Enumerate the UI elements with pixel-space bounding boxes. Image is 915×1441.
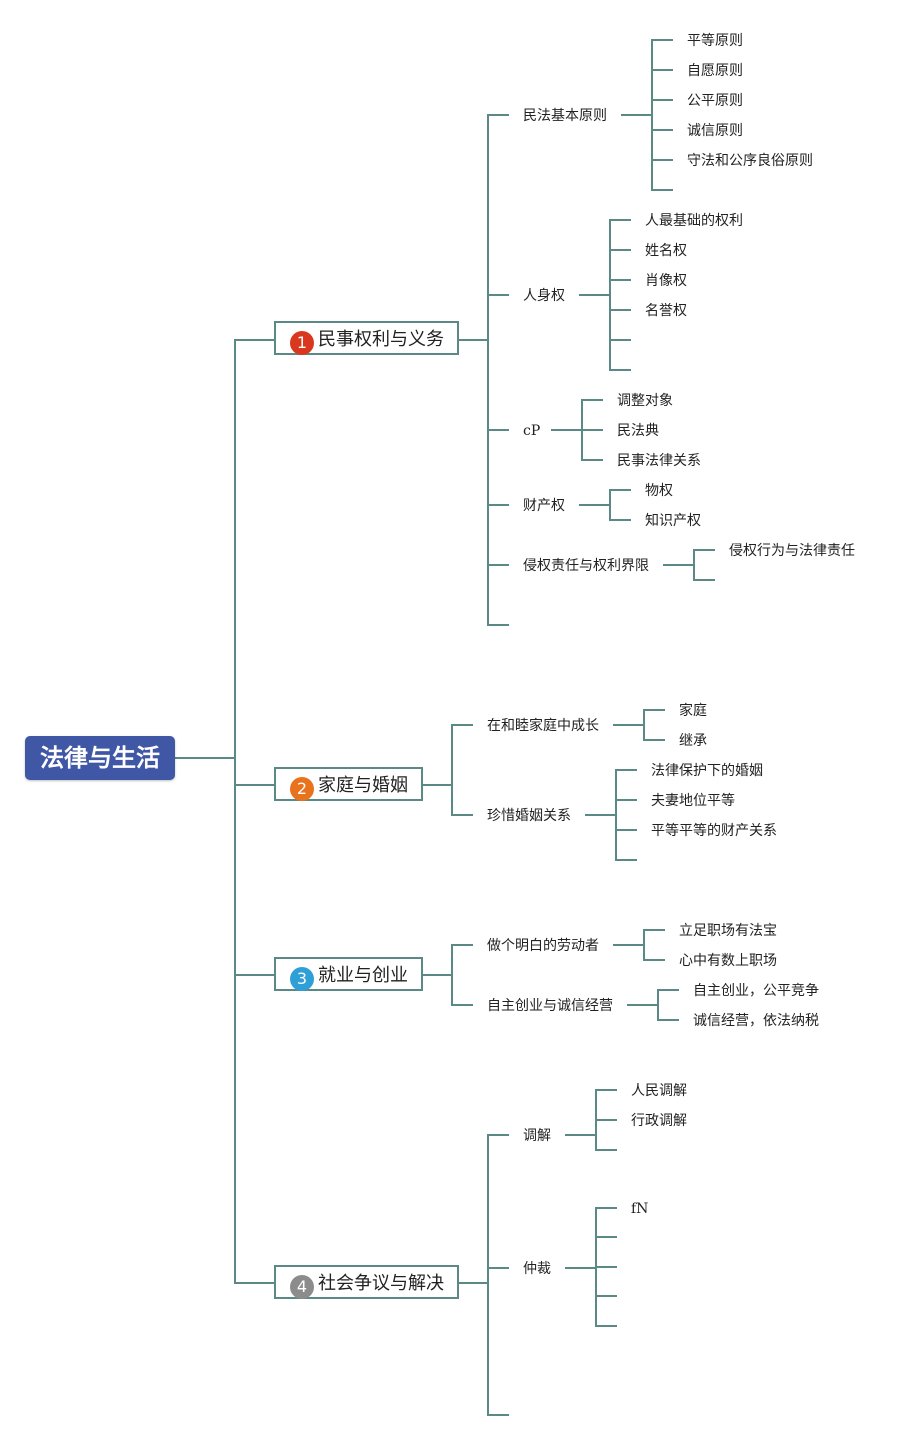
leaf-topic[interactable]: 人民调解 bbox=[631, 1083, 687, 1099]
leaf-topic[interactable]: 自主创业，公平竞争 bbox=[693, 983, 819, 999]
leaf-topic[interactable]: 民事法律关系 bbox=[617, 453, 701, 469]
badge-2-icon: 2 bbox=[290, 777, 314, 801]
leaf-topic[interactable]: 名誉权 bbox=[645, 303, 687, 319]
subtopic[interactable]: 侵权责任与权利界限 bbox=[523, 558, 649, 574]
leaf-topic[interactable]: 民法典 bbox=[617, 423, 659, 439]
badge-4-icon: 4 bbox=[290, 1275, 314, 1299]
subtopic[interactable]: 仲裁 bbox=[523, 1261, 551, 1277]
leaf-topic[interactable]: 人最基础的权利 bbox=[645, 213, 743, 229]
leaf-topic[interactable]: 知识产权 bbox=[645, 513, 701, 529]
badge-3-icon: 3 bbox=[290, 967, 314, 991]
leaf-topic[interactable]: 调整对象 bbox=[617, 393, 673, 409]
leaf-topic[interactable]: 行政调解 bbox=[631, 1113, 687, 1129]
leaf-topic[interactable]: 守法和公序良俗原则 bbox=[687, 153, 813, 169]
leaf-topic[interactable]: 公平原则 bbox=[687, 93, 743, 109]
topic-label: 就业与创业 bbox=[318, 965, 408, 986]
leaf-topic[interactable]: 夫妻地位平等 bbox=[651, 793, 735, 809]
leaf-topic[interactable]: 姓名权 bbox=[645, 243, 687, 259]
subtopic[interactable]: 财产权 bbox=[523, 498, 565, 514]
leaf-topic[interactable]: fN bbox=[631, 1201, 649, 1217]
subtopic[interactable]: 自主创业与诚信经营 bbox=[487, 998, 613, 1014]
topic-label: 社会争议与解决 bbox=[318, 1273, 444, 1294]
badge-1-icon: 1 bbox=[290, 331, 314, 355]
subtopic[interactable]: 民法基本原则 bbox=[523, 108, 607, 124]
leaf-topic[interactable]: 立足职场有法宝 bbox=[679, 923, 777, 939]
leaf-topic[interactable]: 自愿原则 bbox=[687, 63, 743, 79]
subtopic[interactable]: 在和睦家庭中成长 bbox=[487, 718, 599, 734]
leaf-topic[interactable]: 平等原则 bbox=[687, 33, 743, 49]
topic-label: 民事权利与义务 bbox=[318, 329, 444, 350]
leaf-topic[interactable]: 继承 bbox=[679, 733, 707, 749]
leaf-topic[interactable]: 物权 bbox=[645, 483, 673, 499]
leaf-topic[interactable]: 家庭 bbox=[679, 703, 707, 719]
subtopic[interactable]: 人身权 bbox=[523, 288, 565, 304]
root-topic[interactable]: 法律与生活 bbox=[25, 736, 175, 780]
subtopic[interactable]: cP bbox=[523, 423, 541, 439]
leaf-topic[interactable]: 平等平等的财产关系 bbox=[651, 823, 777, 839]
leaf-topic[interactable]: 心中有数上职场 bbox=[679, 953, 777, 969]
leaf-topic[interactable]: 诚信原则 bbox=[687, 123, 743, 139]
leaf-topic[interactable]: 侵权行为与法律责任 bbox=[729, 543, 855, 559]
leaf-topic[interactable]: 法律保护下的婚姻 bbox=[651, 763, 763, 779]
subtopic[interactable]: 做个明白的劳动者 bbox=[487, 938, 599, 954]
leaf-topic[interactable]: 肖像权 bbox=[645, 273, 687, 289]
leaf-topic[interactable]: 诚信经营，依法纳税 bbox=[693, 1013, 819, 1029]
subtopic[interactable]: 调解 bbox=[523, 1128, 551, 1144]
subtopic[interactable]: 珍惜婚姻关系 bbox=[487, 808, 571, 824]
topic-label: 家庭与婚姻 bbox=[318, 775, 408, 796]
